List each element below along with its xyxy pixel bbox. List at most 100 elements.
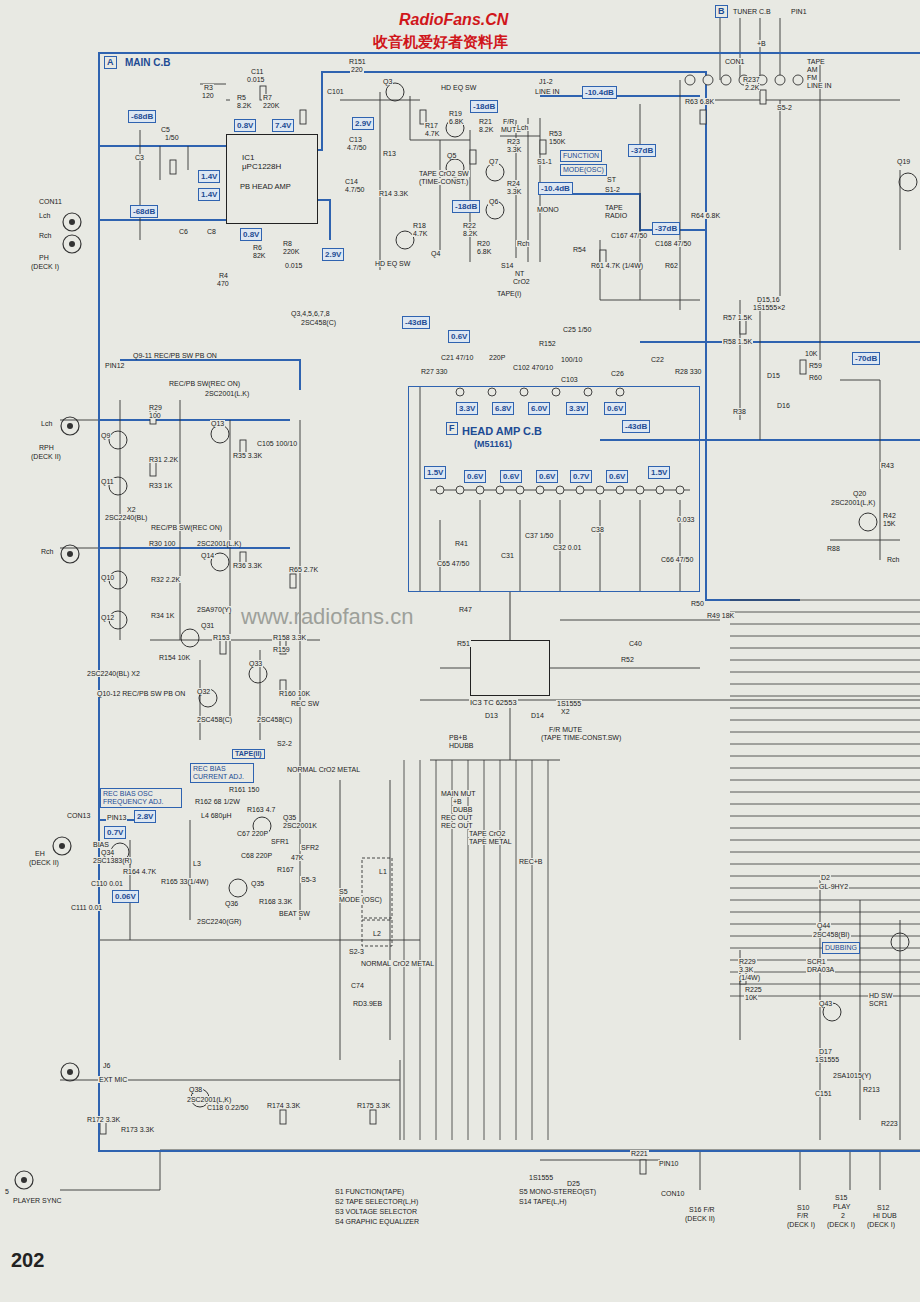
jack-symbol (69, 219, 75, 225)
part-label: 220 (350, 66, 364, 73)
signal-path (100, 419, 290, 421)
bus-wire (548, 760, 549, 1140)
part-label: TAPE (604, 204, 624, 211)
part-label: Q9 (100, 432, 111, 439)
part-label: F/R (502, 118, 515, 125)
node-text: 3.3V (569, 404, 585, 413)
wire (380, 92, 381, 270)
node-text: F (449, 423, 455, 434)
part-label: (DECK II) (684, 1215, 716, 1222)
part-label: R6 (252, 244, 263, 251)
part-label: S10 (796, 1204, 810, 1211)
part-label: R24 (506, 180, 521, 187)
resistor-symbol (470, 150, 476, 164)
part-label: C25 1/50 (562, 326, 592, 333)
wire (700, 100, 900, 101)
part-label: MAIN MUT (440, 790, 477, 797)
wire (60, 548, 100, 549)
part-label: Q13 (210, 420, 225, 427)
level-box: 0.6V (464, 470, 486, 483)
signal-path (100, 145, 226, 147)
part-label: EH (34, 850, 46, 857)
part-label: 1S1555 (814, 1056, 840, 1063)
part-label: R41 (454, 540, 469, 547)
level-box: 3.3V (456, 402, 478, 415)
wire (730, 828, 920, 829)
bus-wire (484, 760, 485, 1140)
ic-pin (656, 486, 664, 494)
node-text: 0.6V (467, 472, 483, 481)
part-label: (DECK II) (30, 453, 62, 460)
part-label: R42 (882, 512, 897, 519)
part-label: HDUBB (448, 742, 475, 749)
wire (740, 18, 741, 80)
part-label: 10K (804, 350, 818, 357)
wire (720, 18, 721, 80)
part-label: R61 4.7K (1/4W) (590, 262, 644, 269)
wire (180, 400, 181, 640)
wire (840, 380, 880, 560)
wire (140, 130, 141, 240)
part-label: 470 (216, 280, 230, 287)
wire (730, 864, 920, 865)
part-label: Lch (40, 420, 53, 427)
wire (680, 500, 681, 592)
part-label: R33 1K (148, 482, 173, 489)
wire (780, 100, 781, 300)
part-label: 120 (201, 92, 215, 99)
part-label: PLAYER SYNC (12, 1197, 63, 1204)
part-label: HD SW (868, 992, 893, 999)
wire (730, 624, 920, 625)
part-label: CrO2 (512, 278, 531, 285)
part-label: L2 (372, 930, 382, 937)
wire (230, 420, 231, 720)
connector-pin (703, 75, 713, 85)
part-label: R154 10K (158, 654, 191, 661)
wire (730, 852, 920, 853)
node-text: -43dB (625, 422, 647, 431)
part-label: R23 (506, 138, 521, 145)
part-label: R60 (808, 374, 823, 381)
part-label: S1 FUNCTION(TAPE) (334, 1188, 405, 1195)
node-text: -68dB (133, 207, 155, 216)
part-label: S5-3 (300, 876, 317, 883)
part-label: Q19 (896, 158, 911, 165)
signal-path (100, 219, 226, 221)
part-label: R164 4.7K (122, 868, 157, 875)
ic-pin (488, 388, 496, 396)
part-label: C13 (348, 136, 363, 143)
part-label: C8 (206, 228, 217, 235)
jack-symbol (61, 545, 79, 563)
wire (730, 768, 920, 769)
level-box: 0.6V (448, 330, 470, 343)
ic-pin (536, 486, 544, 494)
part-label: C74 (350, 982, 365, 989)
level-box: -43dB (622, 420, 650, 433)
part-label: Lch (38, 212, 51, 219)
part-label: SFR2 (300, 844, 320, 851)
part-label: D2 (820, 874, 831, 881)
part-label: SCR1 (868, 1000, 889, 1007)
part-label: S16 F/R (688, 1206, 716, 1213)
ic-pin (516, 486, 524, 494)
level-box: 2.9V (322, 248, 344, 261)
watermark-title: 收音机爱好者资料库 (372, 34, 509, 49)
signal-path (706, 360, 800, 600)
connector-pin (793, 75, 803, 85)
transistor-symbol (181, 629, 199, 647)
level-box: 1.4V (198, 170, 220, 183)
part-label: Q6 (488, 198, 499, 205)
part-label: C5 (160, 126, 171, 133)
bus-wire (436, 760, 437, 1140)
node-text: TAPE(II) (235, 750, 262, 758)
resistor-symbol (540, 140, 546, 154)
signal-path (120, 360, 300, 390)
wire (60, 1150, 160, 1190)
part-label: C14 (344, 178, 359, 185)
part-label: SCR1 (806, 958, 827, 965)
level-box: 0.6V (500, 470, 522, 483)
node-text: 0.6V (607, 404, 623, 413)
wire (440, 520, 441, 592)
node-text: 1.5V (427, 468, 443, 477)
part-label: S2-3 (348, 948, 365, 955)
